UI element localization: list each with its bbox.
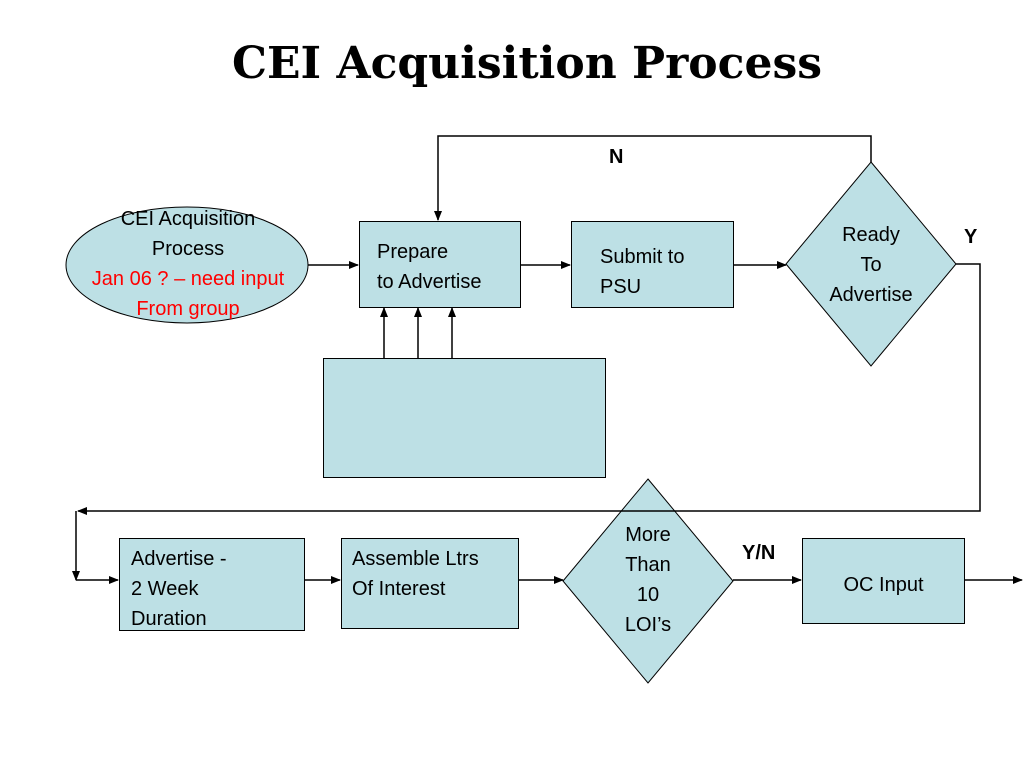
more-than-decision-text: More Than 10 LOI’s [588, 520, 708, 640]
more-line-2: Than [625, 554, 671, 576]
advertise-line-2: 2 Week [131, 578, 199, 600]
more-line-3: 10 [636, 584, 660, 606]
ready-decision-text: Ready To Advertise [806, 220, 936, 310]
start-note-line-2: From group [136, 298, 240, 320]
ready-line-3: Advertise [829, 284, 913, 306]
oc-input-box: OC Input [802, 538, 965, 624]
more-line-4: LOI’s [624, 614, 672, 636]
page-title: CEI Acquisition Process [232, 38, 822, 89]
arrow-no-loop-back [434, 135, 872, 221]
no-label: N [609, 146, 624, 168]
start-title-line-2: Process [151, 238, 225, 260]
submit-line-1: Submit to [600, 246, 685, 268]
advertise-line-1: Advertise - [131, 548, 227, 570]
oc-input-label: OC Input [843, 574, 924, 596]
submit-to-psu-box: Submit to PSU [571, 221, 734, 308]
start-title-line-1: CEI Acquisition [120, 208, 256, 230]
assemble-line-2: Of Interest [352, 578, 446, 600]
advertise-box: Advertise - 2 Week Duration [119, 538, 305, 631]
submit-line-2: PSU [600, 276, 642, 298]
yes-label: Y [964, 226, 978, 248]
start-note-line-1: Jan 06 ? – need input [91, 268, 285, 290]
more-line-1: More [625, 524, 671, 546]
ready-decision-diamond [785, 161, 957, 367]
empty-input-box [323, 358, 606, 478]
prepare-line-1: Prepare [377, 241, 449, 263]
prepare-to-advertise-box: Prepare to Advertise [359, 221, 521, 308]
ready-line-1: Ready [842, 224, 900, 246]
assemble-letters-box: Assemble Ltrs Of Interest [341, 538, 519, 629]
prepare-line-2: to Advertise [377, 271, 482, 293]
advertise-line-3: Duration [131, 608, 207, 630]
arrow-yes-to-second-row [77, 263, 981, 515]
more-than-decision-diamond [562, 478, 734, 684]
start-ellipse-text: CEI Acquisition Process Jan 06 ? – need … [58, 204, 318, 324]
yes-no-label: Y/N [742, 542, 776, 564]
assemble-line-1: Assemble Ltrs [352, 548, 479, 570]
ready-line-2: To [860, 254, 882, 276]
